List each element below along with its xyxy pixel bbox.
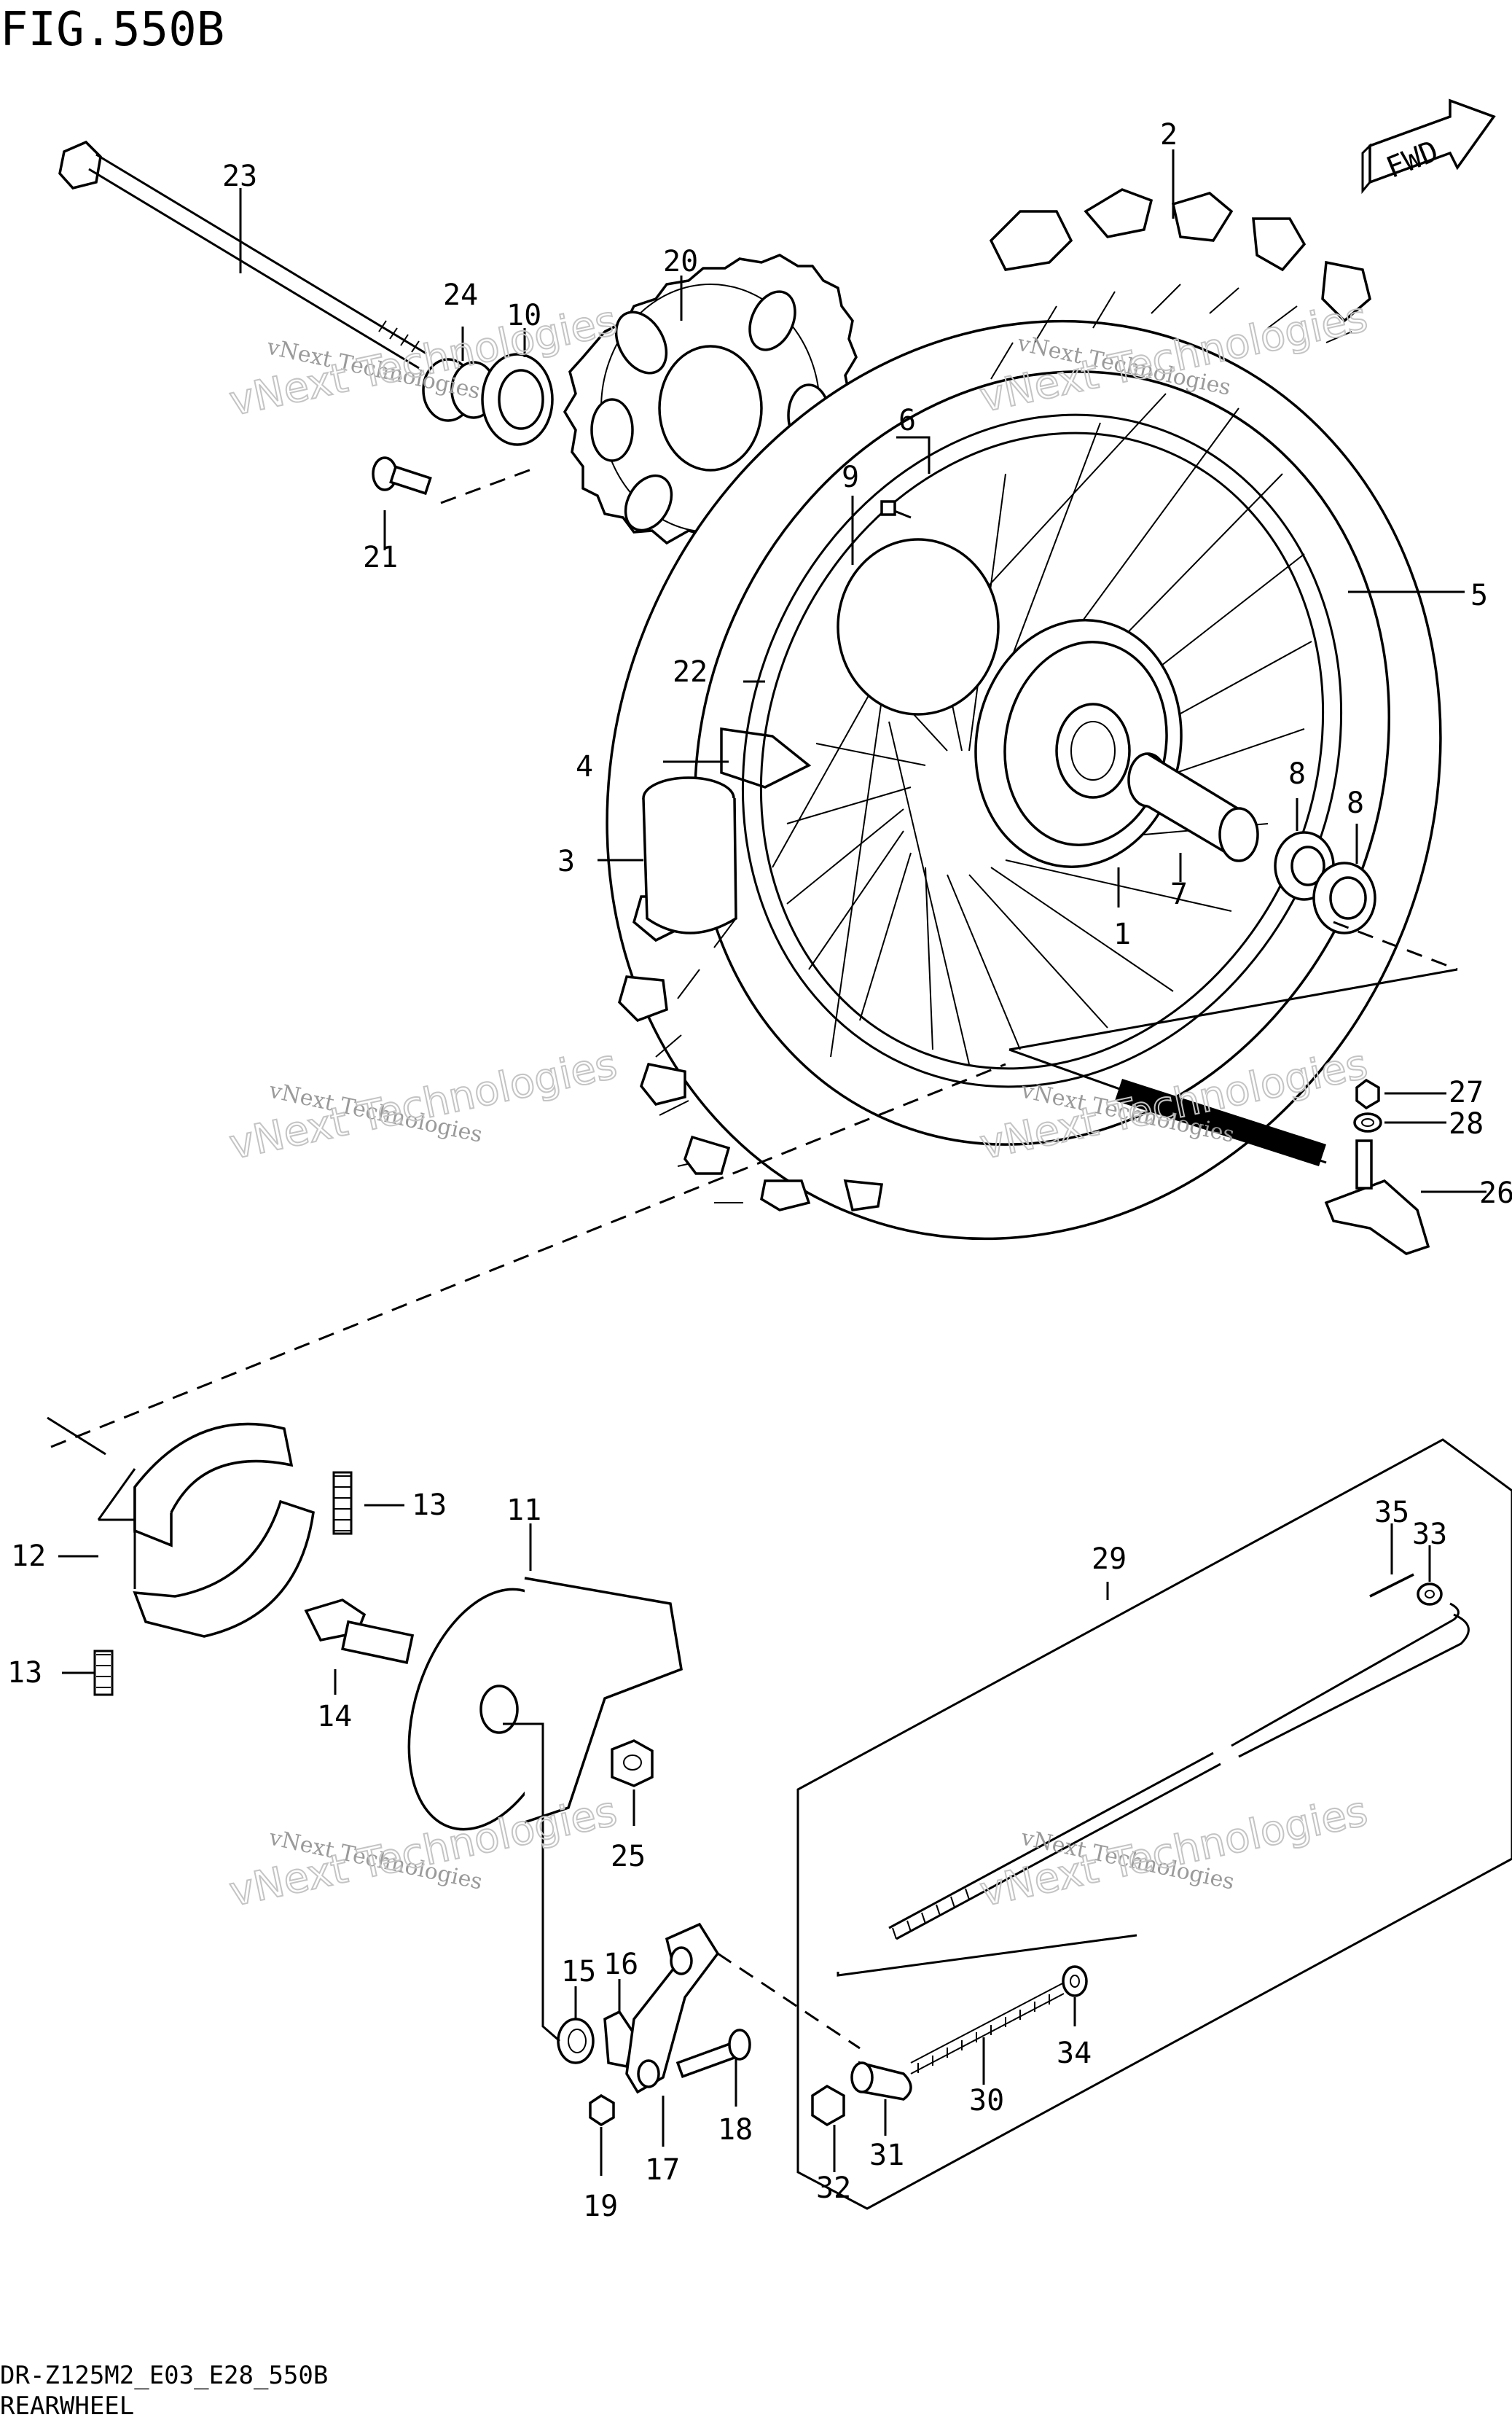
arm-bolt: [675, 2029, 751, 2079]
rod-pin: [1369, 1523, 1414, 1598]
part-label-25: 25: [611, 1840, 646, 1873]
rod-spring: [910, 1982, 1065, 2085]
part-label-14: 14: [317, 1700, 352, 1733]
footer-code: DR-Z125M2_E03_E28_550B: [0, 2361, 328, 2390]
panel-nut: [611, 1739, 654, 1787]
part-label-10: 10: [506, 299, 541, 332]
part-label-12: 12: [11, 1539, 46, 1573]
part-label-21: 21: [363, 541, 398, 574]
rim-tube-and-band: [642, 727, 812, 934]
sprocket-bolt: [372, 456, 432, 496]
footer-name: REARWHEEL: [0, 2392, 134, 2420]
part-labels: 2 6 1 5 7 8 8 9 10 11 12 13 13 14 15 16 …: [7, 118, 1512, 2223]
part-label-33: 33: [1412, 1518, 1447, 1551]
brake-spring-upper: [332, 1471, 353, 1535]
brake-spring-lower: [93, 1650, 114, 1696]
part-label-9: 9: [842, 461, 859, 494]
part-label-8a: 8: [1288, 757, 1306, 791]
fwd-arrow-icon: FWD: [1361, 98, 1496, 195]
leader-lines-lower: [58, 1468, 861, 2176]
part-label-2: 2: [1160, 118, 1178, 152]
part-label-32: 32: [816, 2171, 851, 2205]
part-label-13b: 13: [7, 1656, 42, 1690]
rim-lock-washer-28: [1353, 1112, 1446, 1133]
wheel-bearing-outer: [1312, 862, 1376, 934]
part-label-19: 19: [583, 2190, 618, 2223]
part-label-15: 15: [561, 1955, 596, 1988]
brake-cam: [304, 1599, 415, 1664]
part-label-22: 22: [673, 655, 708, 689]
part-label-28: 28: [1449, 1107, 1484, 1141]
part-label-29: 29: [1092, 1542, 1127, 1576]
part-label-13a: 13: [412, 1488, 447, 1522]
figure-title: FIG.550B: [0, 3, 224, 57]
rod-joint: [850, 2061, 912, 2136]
cam-washer: [557, 2018, 595, 2064]
part-label-30: 30: [969, 2084, 1004, 2118]
part-label-5: 5: [1470, 579, 1488, 612]
spoke-set: [880, 500, 912, 519]
part-label-8b: 8: [1347, 786, 1364, 820]
rim-lock-nut-27: [1355, 1078, 1446, 1110]
rear-hub: [837, 538, 1183, 868]
rim-lock-26: [1324, 1139, 1486, 1255]
part-label-4: 4: [576, 750, 593, 784]
hub-spacer: [1127, 752, 1259, 862]
part-label-16: 16: [603, 1948, 638, 1981]
brake-panel: [407, 1577, 683, 1831]
rod-nut: [811, 2084, 845, 2172]
part-label-31: 31: [869, 2139, 904, 2172]
brake-rod: [837, 1602, 1470, 1977]
brake-rod-kit-box: [796, 1438, 1512, 2210]
part-label-1: 1: [1113, 918, 1131, 951]
part-label-11: 11: [506, 1494, 541, 1527]
axle-shaft: [58, 140, 427, 370]
oil-seal: [481, 353, 554, 446]
part-label-3: 3: [557, 845, 575, 878]
rod-washer-34: [1062, 1965, 1088, 2026]
part-label-18: 18: [718, 2113, 753, 2147]
leader-lines-upper: [239, 149, 1465, 908]
brake-shoes: [133, 1422, 315, 1638]
part-label-35: 35: [1374, 1496, 1409, 1529]
arm-nut: [589, 2093, 615, 2127]
part-label-34: 34: [1057, 2037, 1092, 2070]
part-label-20: 20: [663, 245, 698, 278]
part-label-7: 7: [1170, 878, 1188, 911]
part-label-24: 24: [443, 278, 478, 312]
part-label-23: 23: [222, 160, 257, 193]
brake-arm: [625, 1922, 720, 2094]
part-label-27: 27: [1449, 1076, 1484, 1109]
rod-washer-33: [1417, 1545, 1443, 1606]
part-label-6: 6: [898, 404, 916, 437]
part-label-17: 17: [645, 2153, 680, 2187]
part-label-26: 26: [1479, 1176, 1512, 1210]
